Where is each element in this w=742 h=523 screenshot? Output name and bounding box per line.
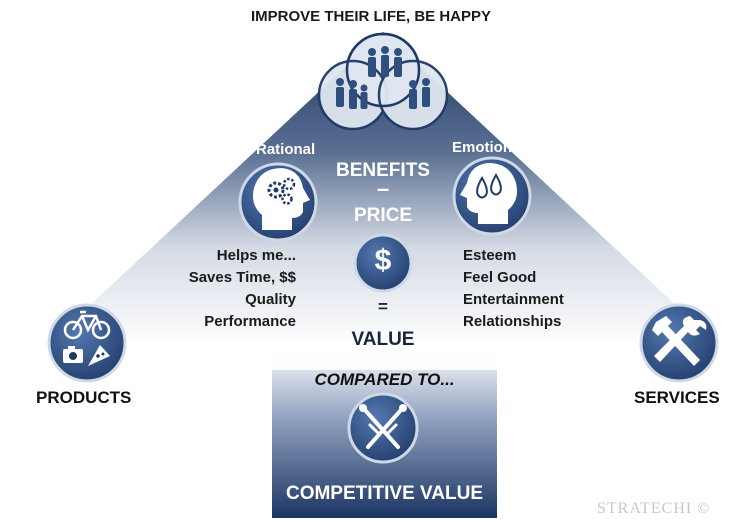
competitive-value-label: COMPETITIVE VALUE — [285, 483, 484, 504]
list-item: Saves Time, $$ — [188, 269, 296, 286]
head-drops-icon — [452, 156, 532, 236]
list-item: Helps me... — [216, 247, 296, 264]
list-item: Feel Good — [463, 269, 537, 286]
stem-highlight — [272, 340, 497, 370]
rational-heading: Rational — [256, 141, 316, 158]
page-title: IMPROVE THEIR LIFE, BE HAPPY — [250, 8, 492, 25]
services-label: SERVICES — [634, 388, 720, 407]
products-icon — [47, 303, 127, 383]
list-item: Entertainment — [463, 291, 564, 308]
list-item: Performance — [204, 313, 296, 330]
roof-shape — [44, 32, 722, 348]
benefits-label: BENEFITS — [336, 160, 430, 181]
dollar-sign: $ — [374, 244, 392, 277]
watermark: STRATECHI © — [597, 500, 711, 517]
crossed-swords-icon — [347, 392, 419, 464]
minus-sign: – — [376, 176, 390, 201]
compared-to-label: COMPARED TO... — [314, 370, 455, 389]
dollar-icon — [353, 233, 413, 293]
head-gears-icon — [238, 162, 318, 242]
price-label: PRICE — [353, 205, 413, 226]
products-label: PRODUCTS — [36, 388, 132, 407]
list-item: Relationships — [463, 313, 562, 330]
emotional-list: Esteem Feel Good Entertainment Relations… — [463, 245, 564, 333]
list-item: Esteem — [463, 247, 517, 264]
tools-icon — [639, 303, 719, 383]
value-label: VALUE — [351, 329, 415, 350]
rational-list: Helps me... Saves Time, $$ Quality Perfo… — [170, 245, 296, 333]
equals-sign: = — [378, 297, 388, 316]
emotional-heading: Emotional — [452, 139, 525, 156]
list-item: Quality — [245, 291, 296, 308]
people-group-icon — [317, 32, 449, 131]
